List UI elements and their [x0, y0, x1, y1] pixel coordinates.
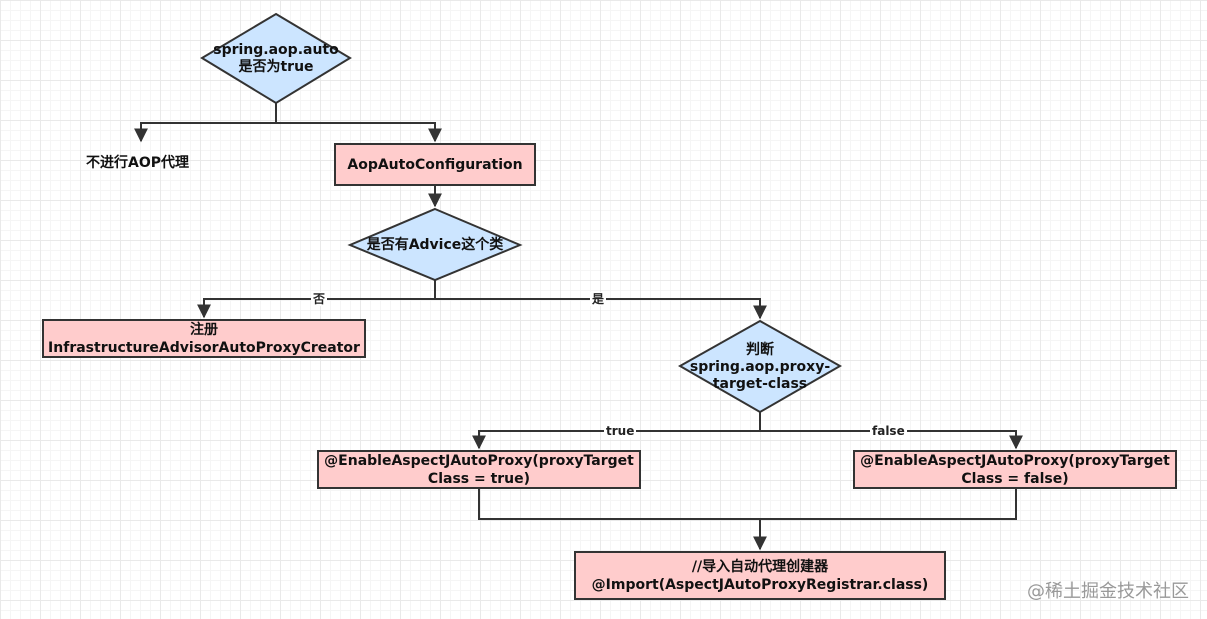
- edge-label-true: true: [604, 424, 637, 438]
- edge-advice-no: [197, 298, 435, 319]
- import-registrar-label: //导入自动代理创建器 @Import(AspectJAutoProxyRegi…: [591, 558, 929, 593]
- edge-advice-yes: [435, 298, 767, 320]
- import-registrar-box: //导入自动代理创建器 @Import(AspectJAutoProxyRegi…: [574, 551, 946, 600]
- decision-aop-auto-label: spring.aop.auto 是否为true: [213, 42, 339, 75]
- infrastructure-advisor-creator-box: 注册 InfrastructureAdvisorAutoProxyCreator: [42, 319, 366, 358]
- decision-proxy-target-class: [677, 319, 843, 414]
- aop-auto-configuration-box: AopAutoConfiguration: [334, 143, 536, 186]
- edge-true-merge: [478, 489, 760, 520]
- no-aop-proxy-text: 不进行AOP代理: [86, 155, 189, 171]
- enable-aspectj-true-label: @EnableAspectJAutoProxy(proxyTarget Clas…: [324, 452, 634, 487]
- edge-proxy-true: [472, 430, 760, 450]
- edge-label-no: 否: [311, 292, 328, 306]
- watermark-text: @稀土掘金技术社区: [1027, 581, 1189, 602]
- edge-false-merge: [760, 489, 1017, 520]
- edge-auto-to-no-aop: [134, 122, 276, 143]
- enable-aspectj-false-label: @EnableAspectJAutoProxy(proxyTarget Clas…: [860, 452, 1170, 487]
- edge-label-false: false: [870, 424, 907, 438]
- edge-auto-to-aop-config: [276, 122, 442, 143]
- decision-has-advice: [347, 207, 523, 282]
- enable-aspectj-true-box: @EnableAspectJAutoProxy(proxyTarget Clas…: [317, 450, 641, 489]
- decision-has-advice-label: 是否有Advice这个类: [366, 236, 504, 253]
- infrastructure-advisor-creator-label: 注册 InfrastructureAdvisorAutoProxyCreator: [48, 321, 360, 356]
- decision-proxy-target-class-label: 判断 spring.aop.proxy- target-class: [689, 341, 831, 392]
- edge-label-yes: 是: [590, 292, 607, 306]
- edge-proxy-false: [760, 430, 1023, 450]
- enable-aspectj-false-box: @EnableAspectJAutoProxy(proxyTarget Clas…: [853, 450, 1177, 489]
- decision-aop-auto: [200, 12, 352, 105]
- aop-auto-configuration-label: AopAutoConfiguration: [347, 156, 523, 173]
